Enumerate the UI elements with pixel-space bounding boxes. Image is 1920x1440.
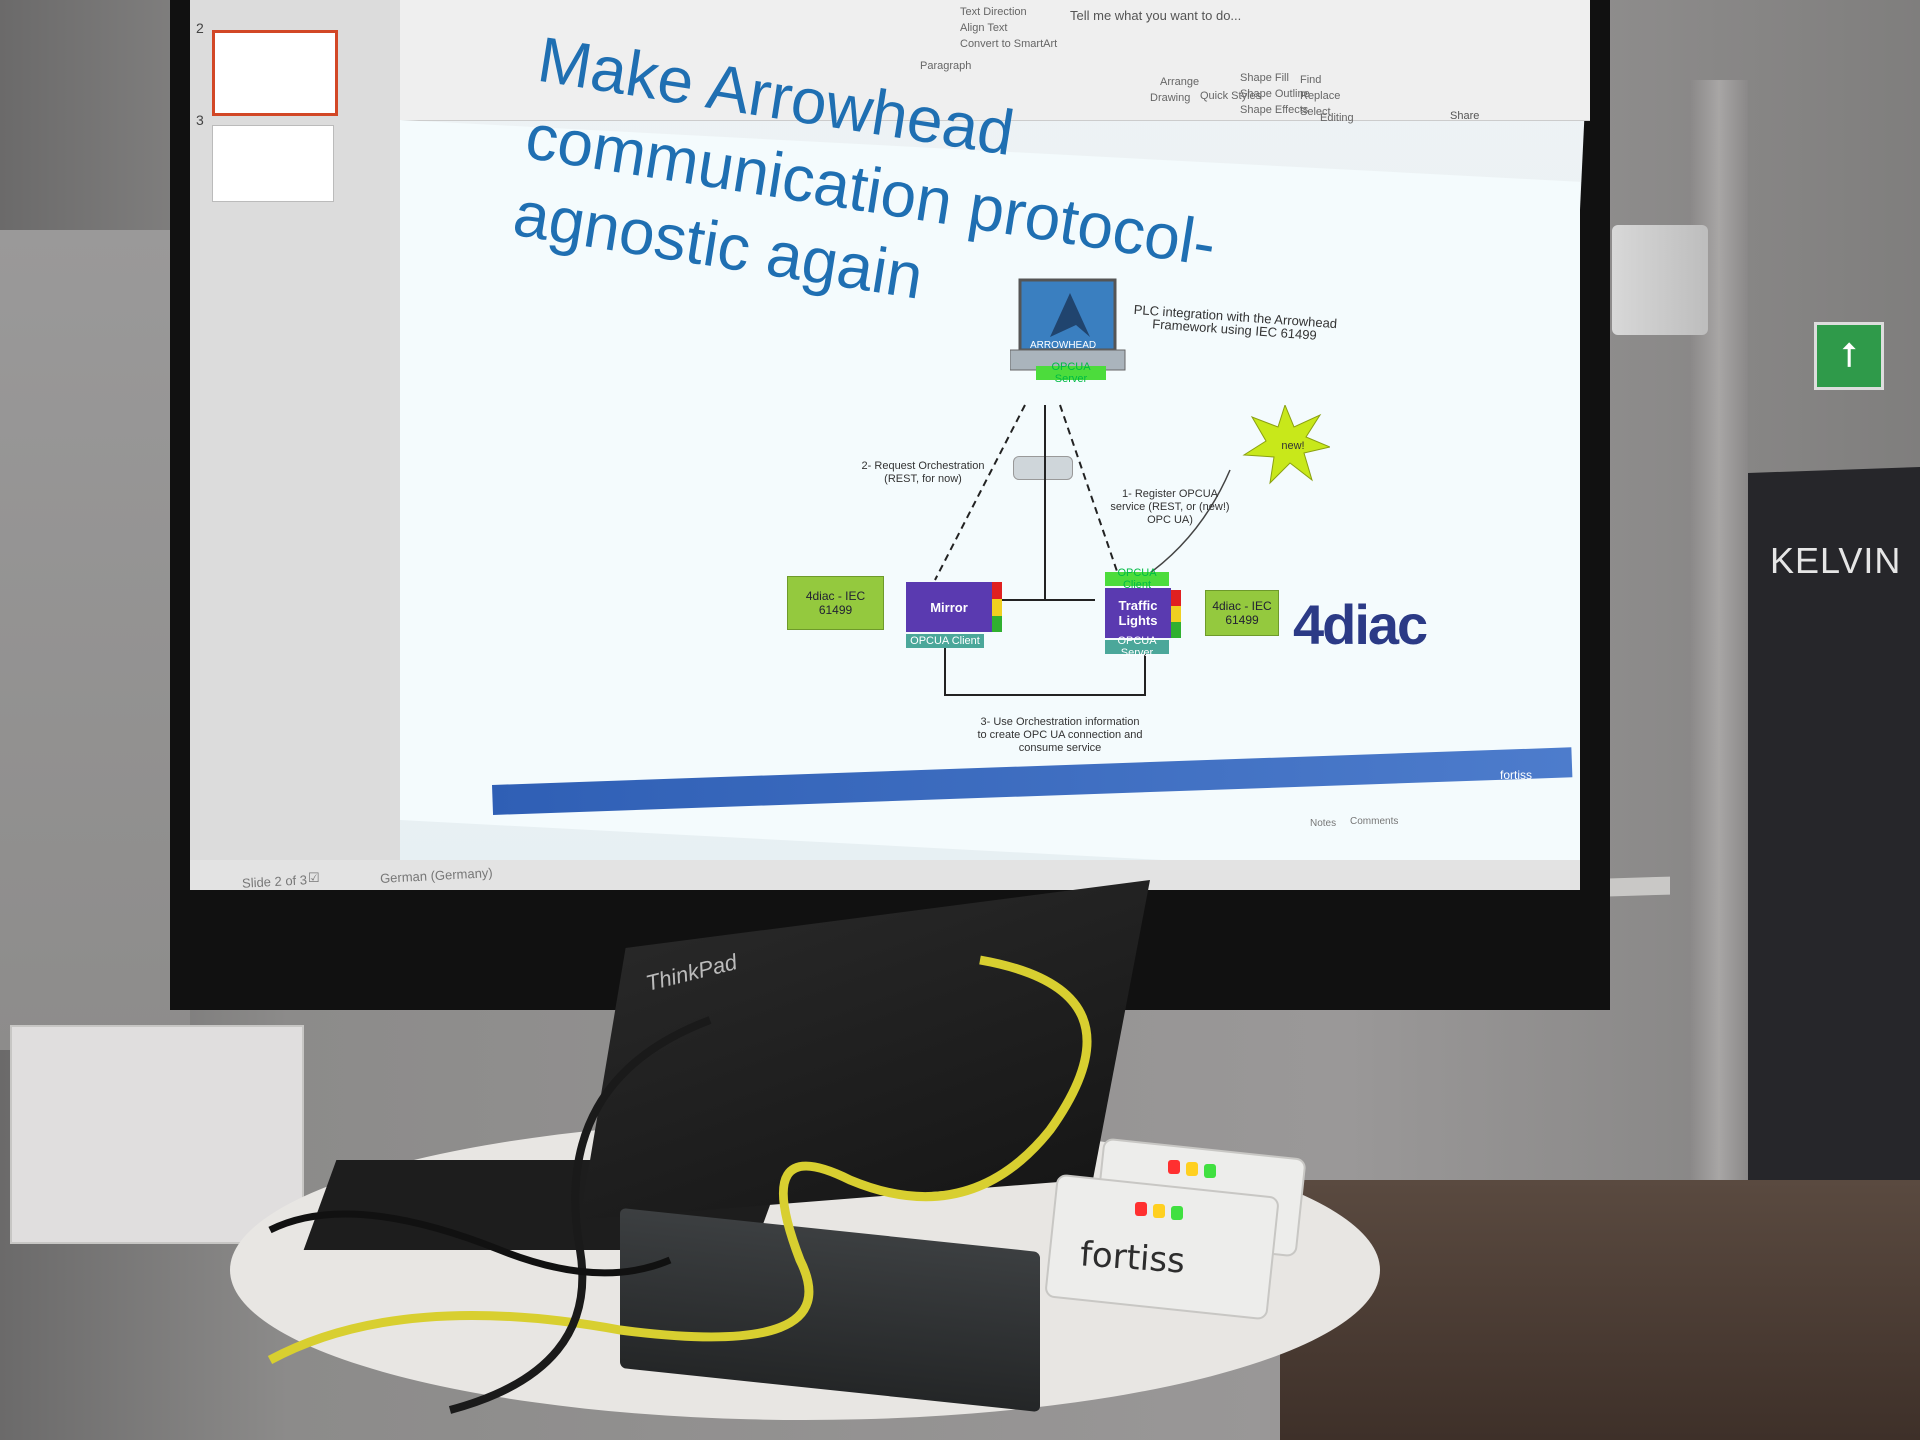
device-led-yellow [1153, 1204, 1165, 1218]
left-4diac-box: 4diac - IEC 61499 [787, 576, 884, 630]
powerpoint-ribbon: Paragraph Drawing Editing Text Direction… [400, 0, 1590, 124]
spell-check-icon[interactable]: ☑ [308, 870, 320, 885]
device-led-red [1168, 1160, 1180, 1174]
air-conditioner [10, 1025, 304, 1244]
mirror-led-red [992, 582, 1002, 599]
ribbon-item[interactable]: Convert to SmartArt [960, 38, 1058, 50]
mirror-led-yellow [992, 599, 1002, 616]
traffic-led-yellow [1171, 606, 1181, 622]
mirror-opcua-client: OPCUA Client [906, 634, 984, 648]
step1-caption: 1- Register OPCUA service (REST, or (new… [1110, 488, 1230, 526]
powerpoint-status-bar: Slide 2 of 3 ☑ German (Germany) Notes Co… [190, 816, 1580, 891]
cables [267, 955, 1092, 1414]
traffic-opcua-client: OPCUA Client [1105, 567, 1169, 591]
slide-footer-text: fortiss [1500, 768, 1533, 782]
exit-sign-icon: ⭡ [1814, 322, 1884, 390]
slide-number: 3 [196, 112, 204, 128]
traffic-led-red [1171, 590, 1181, 606]
ribbon-item[interactable]: Find [1300, 74, 1322, 86]
door-sign: KELVIN [1770, 540, 1902, 581]
slide-thumbnail-pane: 2 3 [190, 0, 400, 880]
network-switch-icon [1013, 456, 1073, 480]
device-led-yellow [1186, 1162, 1198, 1176]
tell-me-search[interactable]: Tell me what you want to do... [1070, 8, 1242, 23]
slide-indicator: Slide 2 of 3 [241, 872, 308, 891]
arrowhead-laptop-icon [1010, 278, 1126, 371]
device-led-green [1171, 1206, 1183, 1220]
arrowhead-label: ARROWHEAD [1030, 340, 1097, 351]
share-button[interactable]: Share [1450, 110, 1480, 122]
opcua-server-top: OPCUA Server [1036, 361, 1106, 385]
ribbon-item[interactable]: Align Text [960, 22, 1008, 34]
ribbon-item[interactable]: Text Direction [960, 6, 1027, 18]
wall-panel [0, 230, 190, 1050]
wall-speaker [1612, 225, 1708, 335]
slide-number: 2 [196, 20, 204, 36]
step3-caption: 3- Use Orchestration information to crea… [977, 716, 1143, 754]
slide-thumbnail[interactable] [212, 125, 334, 202]
ribbon-item[interactable]: Arrange [1160, 76, 1200, 88]
traffic-lights-box: Traffic Lights [1105, 588, 1171, 638]
diagram-connectors [934, 404, 1231, 696]
ribbon-group-label: Paragraph [920, 60, 972, 72]
ribbon-item[interactable]: Replace [1300, 90, 1341, 102]
new-burst-icon [1242, 405, 1330, 485]
ribbon-group-label: Editing [1320, 112, 1354, 124]
step2-caption: 2- Request Orchestration (REST, for now) [861, 460, 985, 485]
ribbon-item[interactable]: Shape Fill [1240, 72, 1289, 84]
mirror-led-green [992, 616, 1002, 632]
device-led-green [1204, 1164, 1216, 1178]
ribbon-item[interactable]: Quick Styles [1200, 90, 1262, 102]
floor [1280, 1180, 1920, 1440]
slide-thumbnail[interactable] [212, 30, 338, 116]
device-led-red [1135, 1202, 1147, 1216]
right-4diac-box: 4diac - IEC 61499 [1205, 590, 1279, 636]
ribbon-item[interactable]: Select [1300, 106, 1331, 118]
traffic-led-green [1171, 622, 1181, 638]
language-indicator[interactable]: German (Germany) [379, 865, 494, 886]
ribbon-item[interactable]: Shape Effects [1240, 104, 1309, 116]
4diac-logo: 4diac [1293, 593, 1428, 656]
traffic-opcua-server: OPCUA Server [1105, 635, 1169, 659]
notes-button[interactable]: Notes [1310, 818, 1337, 829]
new-label: new! [1281, 440, 1305, 452]
ribbon-item[interactable]: Shape Outline [1240, 88, 1310, 100]
ribbon-group-label: Drawing [1150, 92, 1191, 104]
comments-button[interactable]: Comments [1350, 816, 1399, 827]
mirror-box: Mirror [906, 582, 992, 632]
